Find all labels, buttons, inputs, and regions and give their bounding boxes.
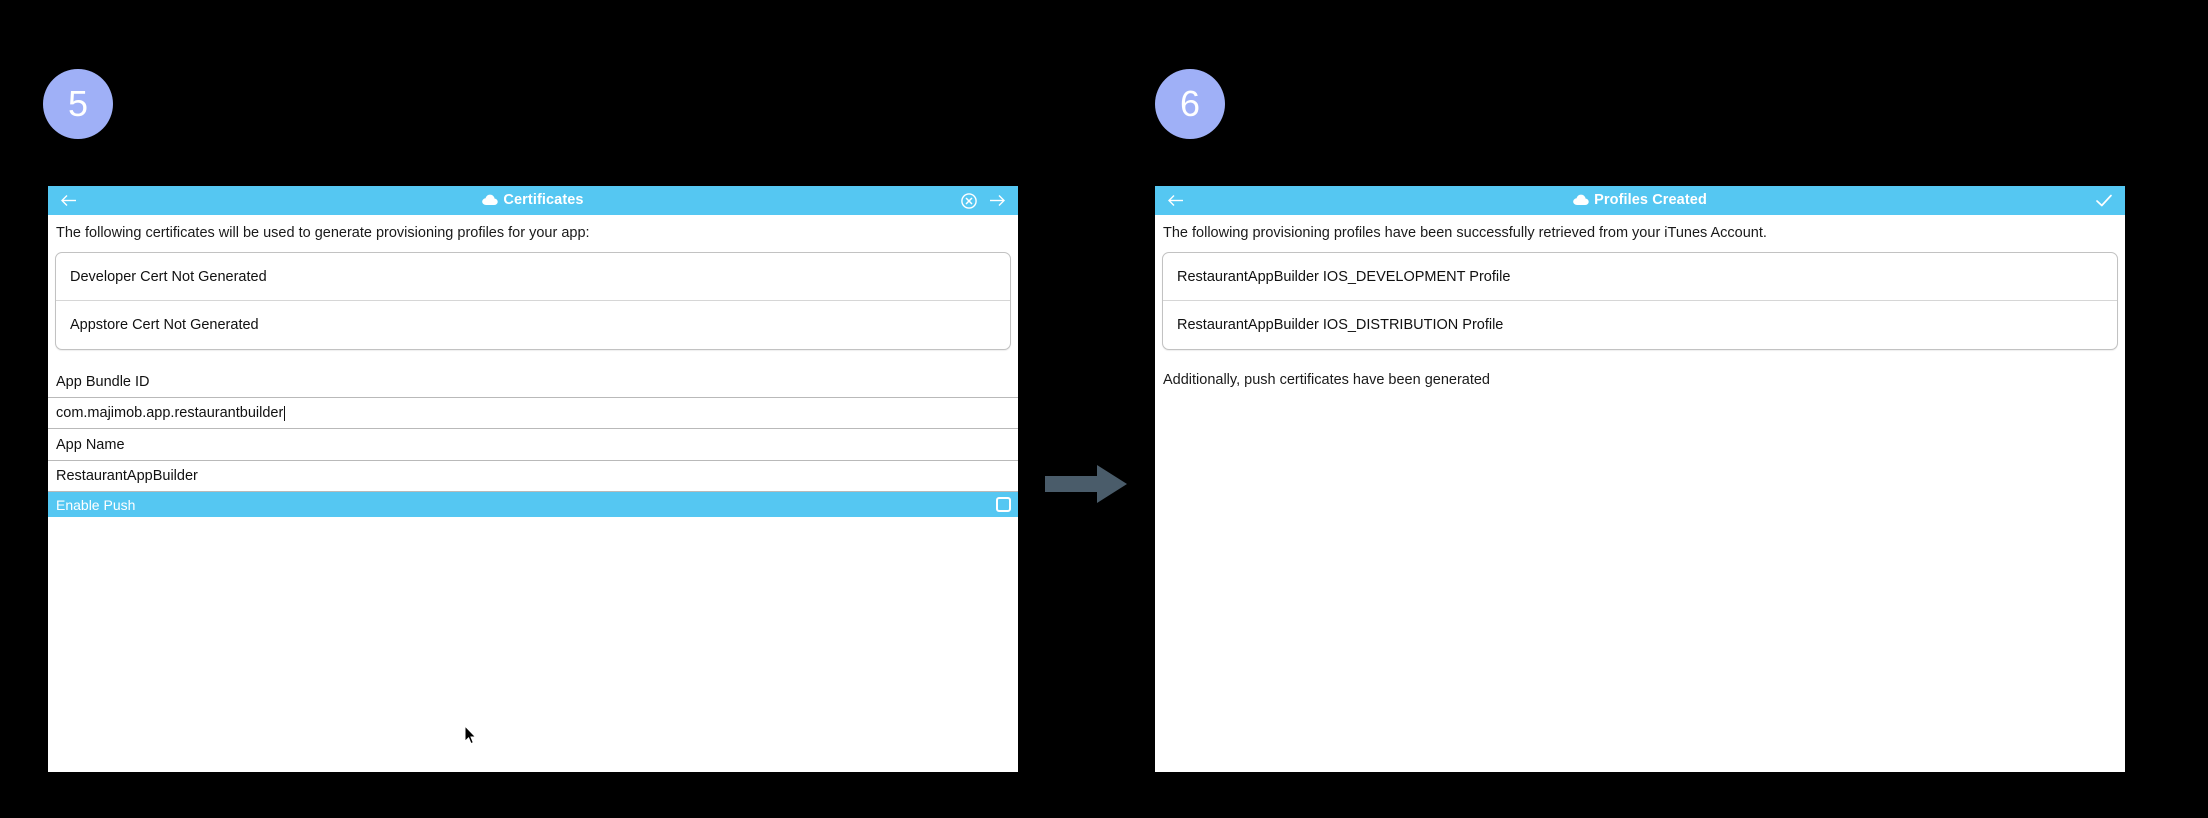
text-caret xyxy=(284,405,286,421)
flow-arrow-right-icon xyxy=(1045,465,1127,503)
bundle-id-input[interactable]: com.majimob.app.restaurantbuilder xyxy=(48,398,1018,430)
profiles-intro-text: The following provisioning profiles have… xyxy=(1163,225,1767,241)
step-number: 5 xyxy=(67,83,89,124)
cloud-icon xyxy=(1573,194,1589,206)
check-icon[interactable] xyxy=(2095,193,2113,208)
certificates-intro-text: The following certificates will be used … xyxy=(56,225,590,241)
next-arrow-icon[interactable] xyxy=(989,193,1006,208)
list-item[interactable]: Developer Cert Not Generated xyxy=(56,253,1010,302)
app-name-input[interactable]: RestaurantAppBuilder xyxy=(48,461,1018,493)
back-arrow-icon[interactable] xyxy=(60,193,77,208)
certificate-status-label: Appstore Cert Not Generated xyxy=(70,317,259,334)
list-item[interactable]: RestaurantAppBuilder IOS_DISTRIBUTION Pr… xyxy=(1163,301,2117,349)
step-badge-6: 6 xyxy=(1155,69,1225,139)
certificates-panel: Certificates The following certificates … xyxy=(48,186,1018,772)
certificates-titlebar: Certificates xyxy=(48,186,1018,215)
circle-x-icon[interactable] xyxy=(961,192,977,209)
step-number: 6 xyxy=(1179,83,1201,124)
push-certificates-note: Additionally, push certificates have bee… xyxy=(1163,372,1491,389)
checkbox-unchecked-icon[interactable] xyxy=(996,497,1011,513)
step-badge-5: 5 xyxy=(43,69,113,139)
cloud-icon xyxy=(482,194,499,206)
app-name-label: App Name xyxy=(48,429,1018,462)
profile-label: RestaurantAppBuilder IOS_DEVELOPMENT Pro… xyxy=(1177,268,1511,285)
profiles-body: The following provisioning profiles have… xyxy=(1155,215,2125,772)
list-item[interactable]: Appstore Cert Not Generated xyxy=(56,301,1010,349)
panel-title-text: Certificates xyxy=(503,191,584,208)
profiles-titlebar: Profiles Created xyxy=(1155,186,2125,215)
list-item[interactable]: RestaurantAppBuilder IOS_DEVELOPMENT Pro… xyxy=(1163,253,2117,302)
enable-push-label: Enable Push xyxy=(56,496,136,513)
panel-title: Certificates xyxy=(48,192,1018,210)
profiles-created-panel: Profiles Created The following provision… xyxy=(1155,186,2125,772)
panel-title-text: Profiles Created xyxy=(1594,191,1707,208)
certificates-list: Developer Cert Not Generated Appstore Ce… xyxy=(55,252,1011,351)
panel-title: Profiles Created xyxy=(1155,192,2125,210)
bundle-id-label: App Bundle ID xyxy=(48,366,1018,399)
enable-push-row[interactable]: Enable Push xyxy=(48,492,1018,518)
bundle-id-value: com.majimob.app.restaurantbuilder xyxy=(56,405,284,422)
certificate-status-label: Developer Cert Not Generated xyxy=(70,268,267,285)
app-details-form: App Bundle ID com.majimob.app.restaurant… xyxy=(48,366,1018,518)
certificates-body: The following certificates will be used … xyxy=(48,215,1018,772)
profiles-list: RestaurantAppBuilder IOS_DEVELOPMENT Pro… xyxy=(1162,252,2118,351)
app-name-value: RestaurantAppBuilder xyxy=(56,468,198,485)
profile-label: RestaurantAppBuilder IOS_DISTRIBUTION Pr… xyxy=(1177,317,1504,334)
back-arrow-icon[interactable] xyxy=(1167,193,1184,208)
